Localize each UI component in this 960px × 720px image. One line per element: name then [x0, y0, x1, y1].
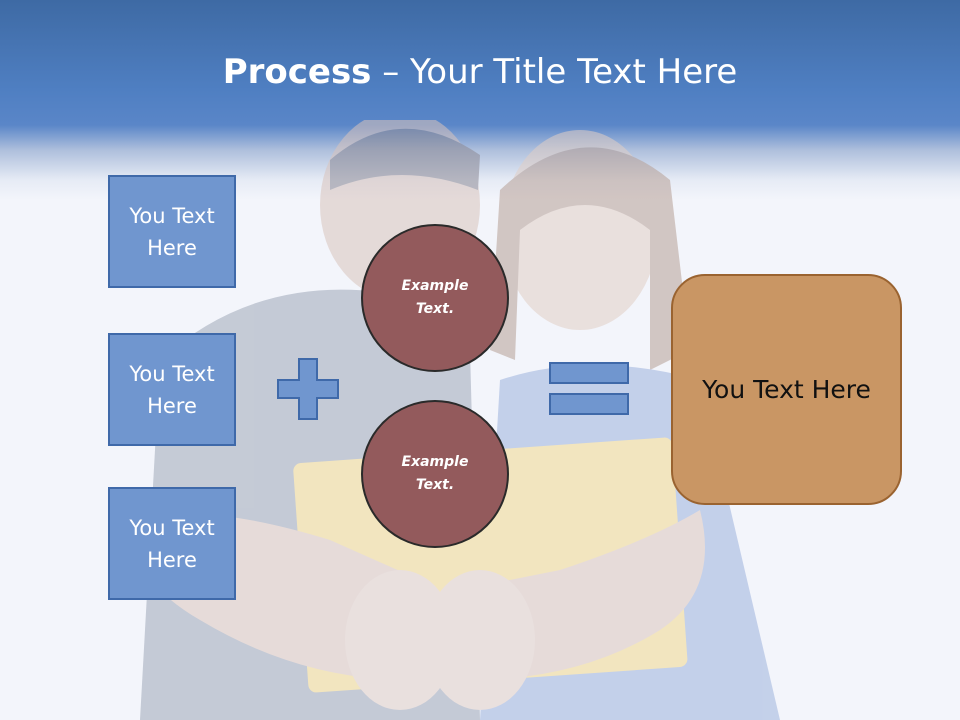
title-rest: – Your Title Text Here [371, 52, 738, 92]
circle-label: Example Text. [401, 454, 469, 493]
example-circle-2[interactable]: Example Text. [361, 400, 509, 548]
input-box-2[interactable]: You Text Here [108, 333, 236, 446]
equals-icon [549, 362, 629, 415]
title-bold: Process [222, 52, 372, 92]
result-label: You Text Here [702, 375, 871, 404]
input-box-1[interactable]: You Text Here [108, 175, 236, 288]
input-box-label: You Text Here [129, 361, 215, 418]
title-bar [0, 0, 960, 200]
example-circle-1[interactable]: Example Text. [361, 224, 509, 372]
page-title: Process – Your Title Text Here [0, 52, 960, 92]
plus-icon [277, 358, 339, 420]
input-box-label: You Text Here [129, 203, 215, 260]
input-box-3[interactable]: You Text Here [108, 487, 236, 600]
circle-label: Example Text. [401, 278, 469, 317]
result-box[interactable]: You Text Here [671, 274, 902, 505]
input-box-label: You Text Here [129, 515, 215, 572]
